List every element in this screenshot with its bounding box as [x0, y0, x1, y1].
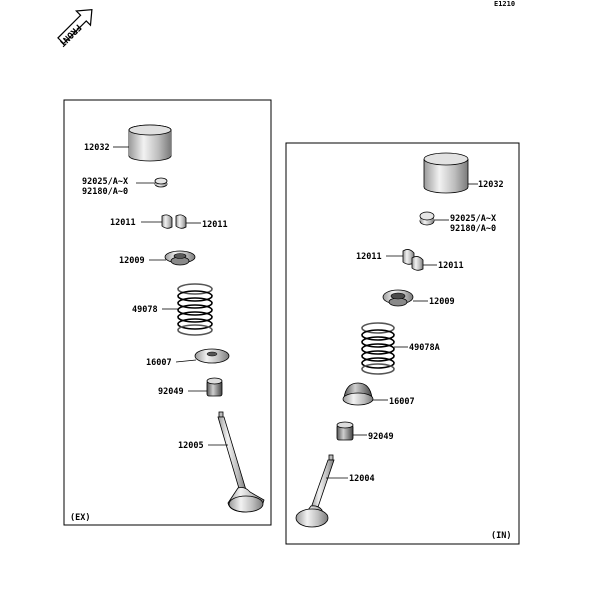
in-keepers: [402, 249, 424, 271]
in-label-stem-seal: 92049: [368, 432, 394, 442]
ex-label-stem-seal: 92049: [158, 387, 184, 397]
ex-label-keeper-left: 12011: [110, 218, 136, 228]
in-tappet: [423, 152, 469, 194]
ex-label-shim-a: 92025/A~X: [82, 177, 128, 187]
in-retainer: [382, 289, 414, 307]
ex-valve: [217, 411, 265, 513]
in-label-valve: 12004: [349, 474, 375, 484]
in-label-shim-a: 92025/A~X: [450, 214, 496, 224]
in-shim: [419, 211, 435, 226]
ex-label-tappet: 12032: [84, 143, 110, 153]
intake-panel-border: [285, 142, 520, 545]
ex-spring-seat: [194, 348, 230, 364]
in-label-tappet: 12032: [478, 180, 504, 190]
exhaust-panel: (EX) 12032 92025/A~X 92180/A~0 12011 120…: [63, 99, 272, 526]
intake-panel-tag: (IN): [491, 531, 511, 541]
in-spring-seat: [342, 382, 374, 406]
page-code: E1210: [494, 0, 515, 8]
in-label-keeper-right: 12011: [438, 261, 464, 271]
ex-label-retainer: 12009: [119, 256, 145, 266]
ex-shim: [154, 177, 168, 188]
front-arrow-icon: FRONT: [56, 8, 93, 48]
exhaust-panel-tag: (EX): [70, 513, 90, 523]
ex-tappet: [128, 124, 172, 162]
in-stem-seal: [336, 421, 354, 441]
in-label-retainer: 12009: [429, 297, 455, 307]
ex-label-spring-seat: 16007: [146, 358, 172, 368]
exhaust-panel-border: [63, 99, 272, 526]
ex-label-shim-b: 92180/A~0: [82, 187, 128, 197]
ex-label-valve: 12005: [178, 441, 204, 451]
in-valve: [295, 454, 335, 528]
in-label-spring-seat: 16007: [389, 397, 415, 407]
ex-label-keeper-right: 12011: [202, 220, 228, 230]
ex-label-spring: 49078: [132, 305, 158, 315]
in-valve-spring: [361, 322, 395, 375]
in-label-spring: 49078A: [409, 343, 440, 353]
intake-panel: (IN) 12032 92025/A~X 92180/A~0 12011: [285, 142, 520, 545]
ex-valve-spring: [177, 283, 213, 336]
ex-keepers: [161, 214, 187, 229]
ex-stem-seal: [206, 377, 223, 397]
in-label-shim-b: 92180/A~0: [450, 224, 496, 234]
in-label-keeper-left: 12011: [356, 252, 382, 262]
ex-retainer: [164, 250, 196, 266]
